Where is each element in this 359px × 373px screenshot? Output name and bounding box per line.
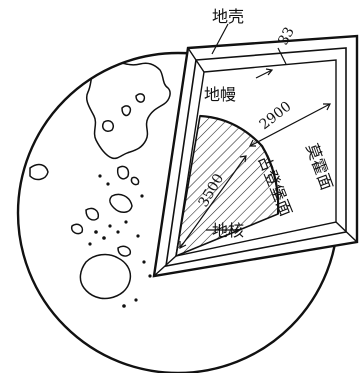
crust-thickness-label: 33 bbox=[275, 25, 297, 48]
core-label: 地核 bbox=[212, 221, 244, 240]
crust-thickness-arrows bbox=[255, 47, 287, 79]
land-outlines bbox=[29, 60, 171, 300]
gutenberg-boundary bbox=[199, 114, 280, 215]
mantle-thickness-arrow bbox=[249, 103, 331, 147]
crust-leader-line bbox=[211, 23, 229, 55]
island-dots bbox=[88, 174, 152, 308]
core-radius-arrow bbox=[179, 155, 247, 249]
crust-label: 地壳 bbox=[212, 7, 244, 26]
mantle-label: 地幔 bbox=[204, 85, 236, 104]
